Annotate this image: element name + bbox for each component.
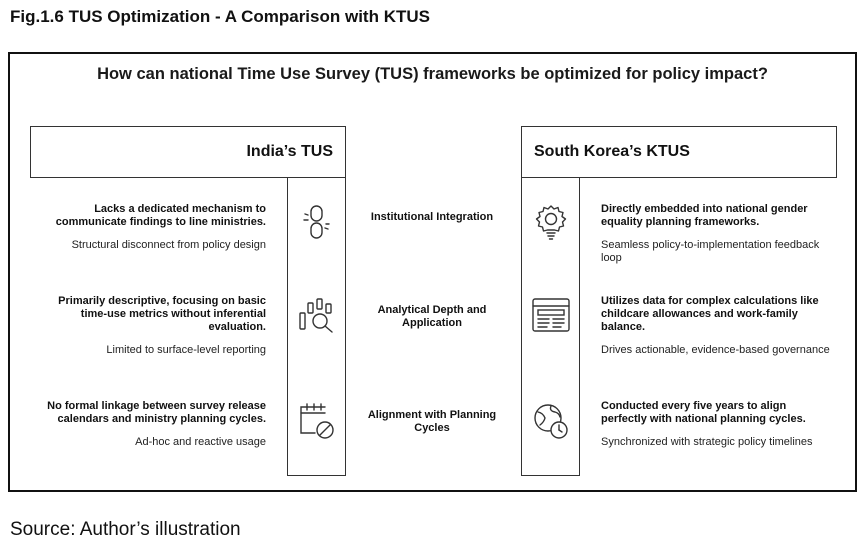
source-caption: Source: Author’s illustration xyxy=(10,519,241,540)
criterion-analytical-depth: Analytical Depth and Application xyxy=(377,304,487,329)
india-icon-column xyxy=(287,177,346,476)
document-dashboard-icon xyxy=(532,298,570,332)
india-tus-header-label: India’s TUS xyxy=(246,143,333,160)
korea-integration-entry: Directly embedded into national gender e… xyxy=(601,203,831,265)
india-integration-finding: Lacks a dedicated mechanism to communica… xyxy=(55,203,266,228)
india-planning-finding: No formal linkage between survey release… xyxy=(47,400,266,425)
india-analytics-note: Limited to surface-level reporting xyxy=(106,344,266,356)
india-planning-entry: No formal linkage between survey release… xyxy=(30,400,266,449)
korea-integration-note: Seamless policy-to-implementation feedba… xyxy=(601,239,820,264)
india-integration-note: Structural disconnect from policy design xyxy=(71,239,266,251)
korea-planning-note: Synchronized with strategic policy timel… xyxy=(601,436,813,448)
comparison-diagram: How can national Time Use Survey (TUS) f… xyxy=(8,52,857,492)
korea-analytics-note: Drives actionable, evidence-based govern… xyxy=(601,344,830,356)
korea-analytics-finding: Utilizes data for complex calculations l… xyxy=(601,295,819,333)
korea-planning-finding: Conducted every five years to align perf… xyxy=(601,400,806,425)
diagram-question: How can national Time Use Survey (TUS) f… xyxy=(97,65,768,83)
globe-clock-icon xyxy=(534,404,568,439)
korea-planning-entry: Conducted every five years to align perf… xyxy=(601,400,831,449)
korea-integration-finding: Directly embedded into national gender e… xyxy=(601,203,808,228)
india-integration-entry: Lacks a dedicated mechanism to communica… xyxy=(30,203,266,252)
bar-chart-magnifier-icon xyxy=(299,298,333,333)
lightbulb-gear-icon xyxy=(535,205,567,240)
figure-title: Fig.1.6 TUS Optimization - A Comparison … xyxy=(10,7,430,26)
criterion-planning-alignment: Alignment with Planning Cycles xyxy=(367,409,497,434)
india-planning-note: Ad-hoc and reactive usage xyxy=(135,436,266,448)
broken-chain-link-icon xyxy=(303,205,330,239)
india-tus-header: India’s TUS xyxy=(30,126,346,178)
india-analytics-entry: Primarily descriptive, focusing on basic… xyxy=(30,295,266,357)
korea-ktus-header-label: South Korea’s KTUS xyxy=(534,143,690,160)
criterion-institutional-integration: Institutional Integration xyxy=(370,211,494,223)
calendar-prohibited-icon xyxy=(300,403,334,439)
korea-icon-column xyxy=(521,177,580,476)
korea-analytics-entry: Utilizes data for complex calculations l… xyxy=(601,295,831,357)
india-analytics-finding: Primarily descriptive, focusing on basic… xyxy=(58,295,266,333)
korea-ktus-header: South Korea’s KTUS xyxy=(521,126,837,178)
